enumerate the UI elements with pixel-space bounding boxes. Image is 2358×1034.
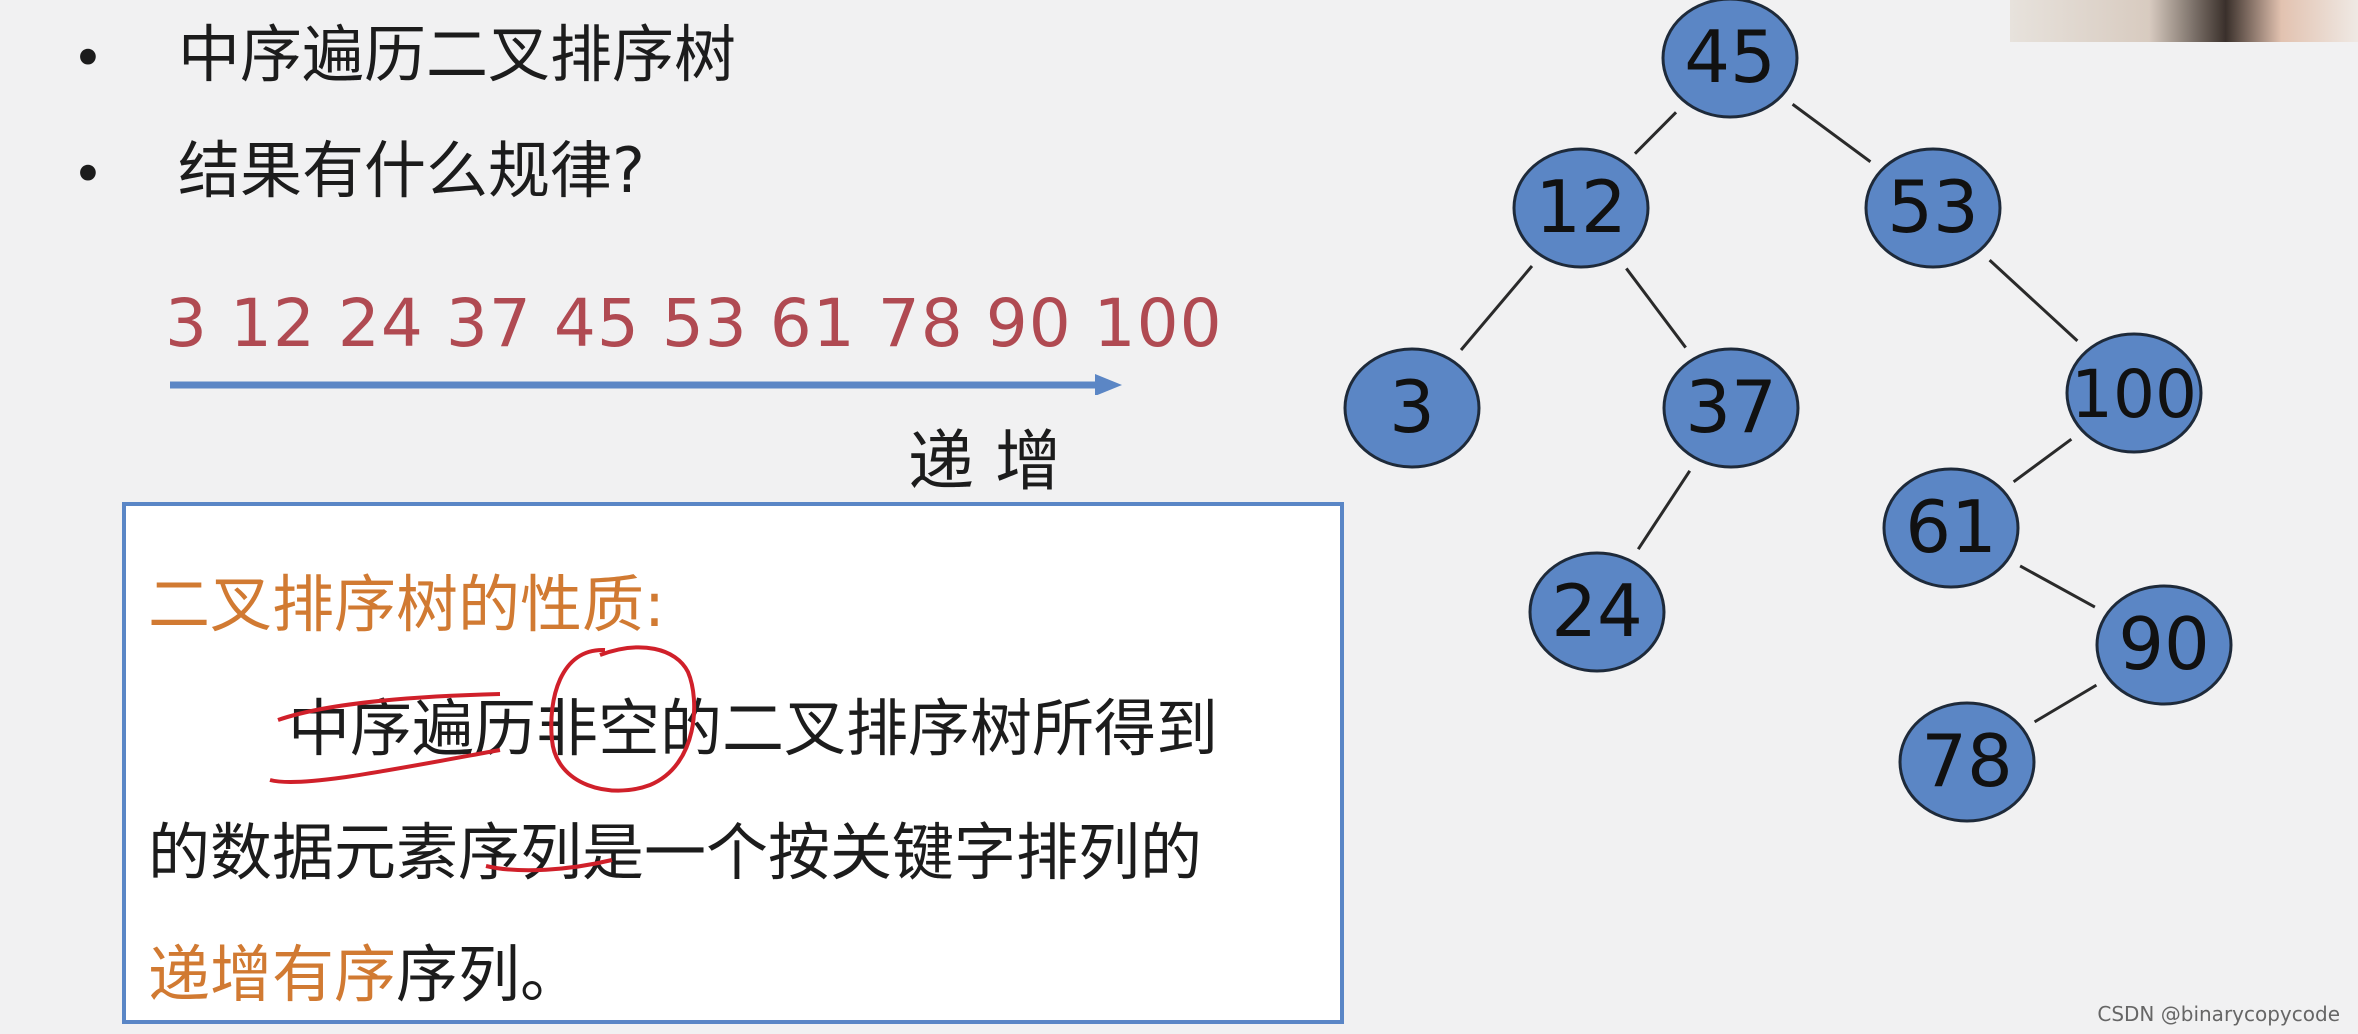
tree-edge-90-78 [2033, 683, 2098, 724]
tree-node-circle-3 [1343, 347, 1481, 469]
tree-node-label-61: 61 [1905, 485, 1997, 569]
bullet-text-inorder: 中序遍历二叉排序树 [178, 18, 737, 91]
tree-node-circle-53 [1864, 147, 2002, 269]
tree-edge-12-3 [1459, 265, 1534, 351]
property-title: 二叉排序树的性质: [148, 568, 665, 641]
bullet-text-question: 结果有什么规律? [178, 134, 645, 207]
tree-node-label-45: 45 [1684, 15, 1776, 99]
tree-edge-45-53 [1791, 103, 1872, 163]
tree-node-label-53: 53 [1887, 165, 1979, 249]
tree-node-90: 90 [2095, 584, 2233, 706]
tree-node-37: 37 [1662, 347, 1800, 469]
tree-node-circle-100 [2065, 332, 2203, 454]
tree-node-circle-78 [1898, 701, 2036, 823]
tree-node-61: 61 [1882, 467, 2020, 589]
tree-node-label-24: 24 [1551, 569, 1643, 653]
tree-edge-53-100 [1988, 259, 2079, 342]
tree-edge-12-37 [1625, 267, 1687, 349]
property-line-3: 递增有序序列。 [148, 924, 582, 1014]
increasing-ordered-highlight: 递增有序 [148, 938, 397, 1011]
inorder-sequence: 3 12 24 37 45 53 61 78 90 100 [165, 285, 1223, 362]
watermark: CSDN @binarycopycode [2097, 1002, 2340, 1026]
presenter-video-thumbnail [2010, 0, 2358, 42]
tree-node-circle-61 [1882, 467, 2020, 589]
increasing-arrow [170, 374, 1122, 395]
tree-node-12: 12 [1512, 147, 1650, 269]
tree-edge-45-12 [1633, 111, 1678, 155]
tree-node-label-3: 3 [1389, 365, 1435, 449]
tree-node-45: 45 [1661, 0, 1799, 119]
tree-edge-37-24 [1636, 469, 1692, 551]
tree-node-78: 78 [1898, 701, 2036, 823]
bullet-marker-1: • [72, 27, 104, 90]
tree-edge-100-61 [2012, 437, 2073, 484]
tree-node-label-78: 78 [1921, 719, 2013, 803]
bullet-marker-2: • [72, 143, 104, 206]
tree-node-53: 53 [1864, 147, 2002, 269]
tree-node-3: 3 [1343, 347, 1481, 469]
tree-node-circle-37 [1662, 347, 1800, 469]
tree-node-circle-45 [1661, 0, 1799, 119]
tree-node-label-12: 12 [1535, 165, 1627, 249]
tree-node-circle-90 [2095, 584, 2233, 706]
tree-node-circle-12 [1512, 147, 1650, 269]
property-line-2: 的数据元素序列是一个按关键字排列的 [148, 816, 1203, 889]
tree-edge-61-90 [2019, 564, 2096, 609]
property-box: 二叉排序树的性质: 中序遍历非空的二叉排序树所得到 的数据元素序列是一个按关键字… [122, 502, 1344, 1024]
tree-node-label-100: 100 [2071, 356, 2197, 433]
tree-node-circle-24 [1528, 551, 1666, 673]
tree-node-label-90: 90 [2118, 602, 2210, 686]
increasing-label: 递 增 [908, 423, 1061, 500]
tree-node-24: 24 [1528, 551, 1666, 673]
tree-node-label-37: 37 [1685, 365, 1777, 449]
property-line-3-rest: 序列。 [396, 938, 583, 1011]
tree-node-100: 100 [2065, 332, 2203, 454]
